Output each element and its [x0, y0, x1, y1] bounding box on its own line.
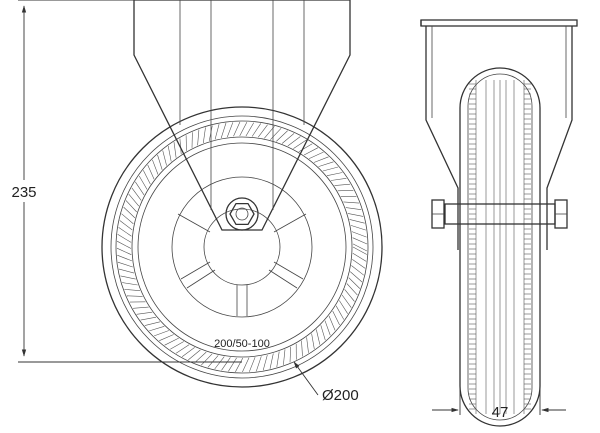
front-view: 200/50-100	[101, 0, 383, 388]
rim-inner-ring	[171, 176, 313, 318]
wheel-spokes	[177, 213, 307, 316]
diameter-label: Ø200	[322, 387, 359, 404]
width-label: 47	[492, 404, 509, 421]
wheel-profile	[459, 67, 541, 427]
axle-bolt	[235, 207, 249, 221]
fork-leg-right	[546, 26, 573, 250]
diameter-callout: Ø200	[293, 361, 359, 404]
width-dimension: 47	[432, 380, 566, 421]
tread-pattern	[469, 80, 531, 414]
wheel-profile-inner	[467, 73, 533, 421]
hub-ring	[203, 208, 281, 286]
axle-washer	[225, 197, 259, 231]
fork-leg-left	[425, 26, 459, 250]
tread-band-inner	[131, 136, 353, 358]
height-label: 235	[11, 184, 36, 201]
tire-inner-edge	[110, 115, 374, 379]
tire-size-marking: 200/50-100	[214, 338, 270, 350]
top-plate	[420, 19, 578, 27]
wheel-outer-rim	[101, 106, 383, 388]
rim-ring	[137, 142, 347, 352]
side-view	[420, 19, 578, 427]
tread-hatch	[116, 121, 368, 373]
axle-nut	[229, 202, 255, 226]
height-dimension: 235	[0, 0, 242, 363]
tread-band-outer	[115, 120, 369, 374]
fork-bracket	[133, 0, 351, 231]
